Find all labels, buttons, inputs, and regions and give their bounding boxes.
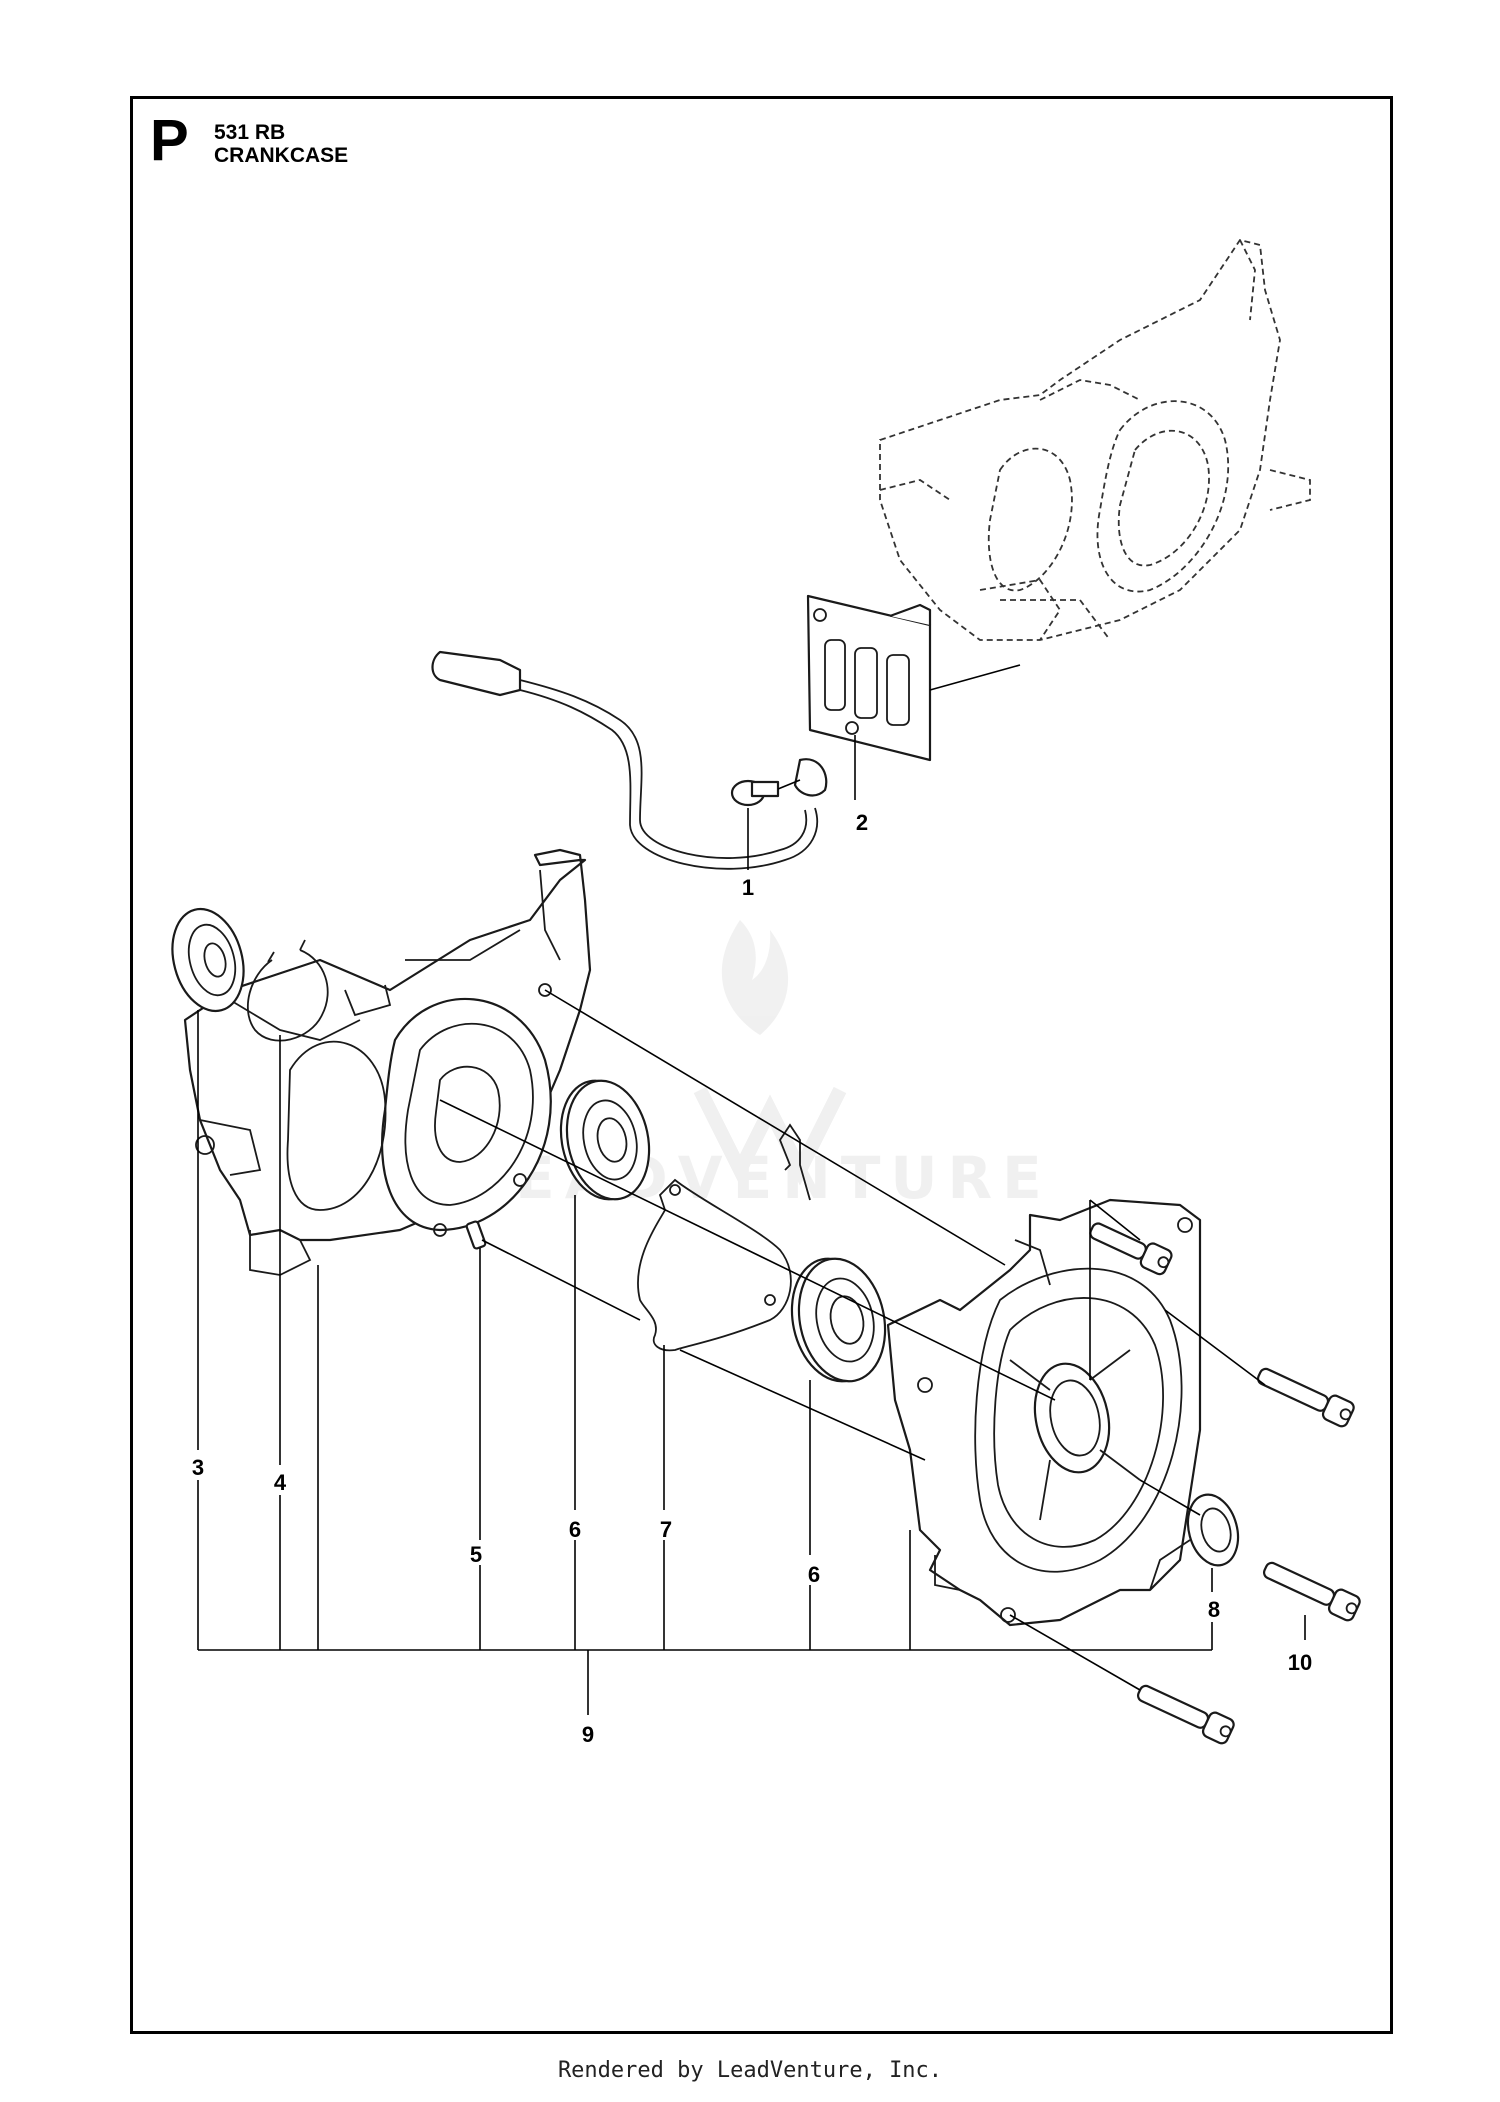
part-1-screw xyxy=(730,758,828,807)
callout-1: 1 xyxy=(742,875,754,900)
section-letter: P xyxy=(150,108,189,173)
watermark-text: LEADVENTURE xyxy=(468,1144,1052,1212)
part-6-bearing-right xyxy=(790,1257,887,1383)
diagram-frame xyxy=(130,96,1393,2034)
callout-6a: 6 xyxy=(569,1517,581,1542)
callout-3: 3 xyxy=(192,1455,204,1480)
model-name: 531 RB xyxy=(214,121,286,144)
part-8-seal xyxy=(1186,1493,1240,1567)
callout-labels: 1 2 3 4 5 6 7 6 8 9 10 xyxy=(192,810,1312,1747)
ghost-crankcase-reference xyxy=(879,238,1311,641)
part-7-gasket xyxy=(637,1123,811,1352)
assembly-lines xyxy=(439,989,1266,1691)
part-4-circlip xyxy=(246,939,329,1042)
callout-4: 4 xyxy=(274,1470,287,1495)
part-3-seal xyxy=(171,907,245,1013)
callout-5: 5 xyxy=(470,1542,482,1567)
section-title: CRANKCASE xyxy=(214,144,349,167)
callout-9: 9 xyxy=(582,1722,594,1747)
callout-leaders xyxy=(197,735,1306,1715)
callout-10: 10 xyxy=(1288,1650,1312,1675)
part-10-screws xyxy=(1089,1222,1361,1745)
footer-credit: Rendered by LeadVenture, Inc. xyxy=(557,2058,943,2083)
part-2-plate xyxy=(806,594,932,762)
crankcase-left-half xyxy=(183,848,592,1276)
callout-7: 7 xyxy=(660,1517,672,1542)
callout-2: 2 xyxy=(856,810,868,835)
crankcase-right-half xyxy=(886,1198,1202,1627)
part-1-cable xyxy=(431,650,819,870)
callout-6b: 6 xyxy=(808,1562,820,1587)
part-5-dowel-pin xyxy=(465,1220,487,1250)
callout-8: 8 xyxy=(1208,1597,1220,1622)
part-2-assembly-line xyxy=(929,664,1021,691)
